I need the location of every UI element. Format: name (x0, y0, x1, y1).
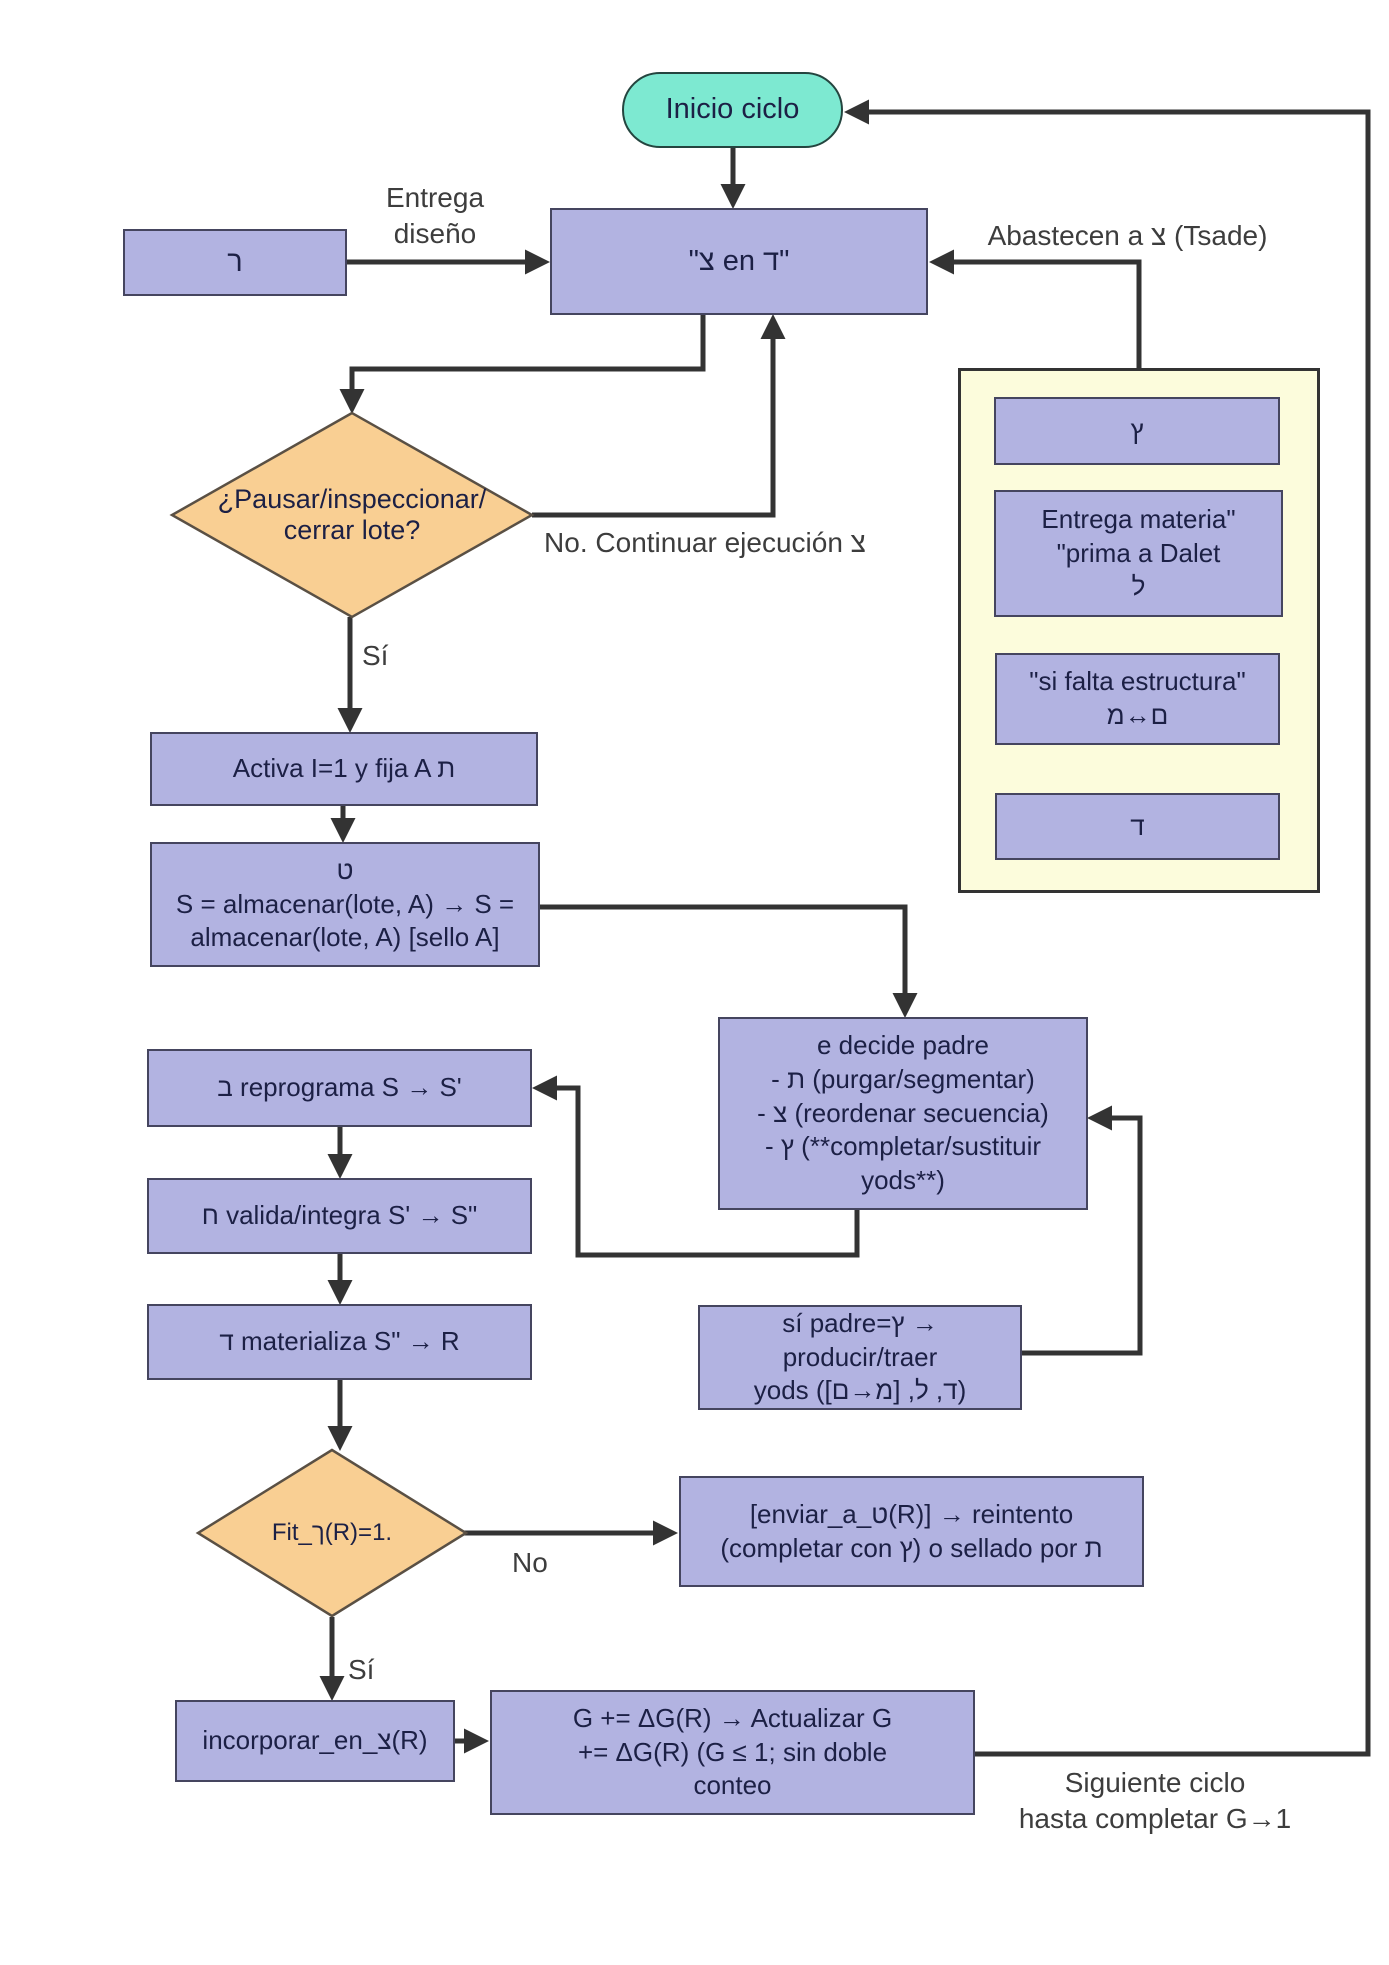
no-label-2: No (512, 1547, 548, 1578)
group-item-dalet: ד (995, 793, 1280, 860)
incorporate-node: incorporar_en_צ(R) (175, 1700, 455, 1782)
connector-group-to-design (929, 249, 1142, 368)
group-item-falta-estructura: "si falta estructura" ם↔מ (995, 653, 1280, 745)
connector-design-to-pause (339, 315, 706, 414)
connector-pause-no-to-design (532, 314, 786, 518)
activate-node: Activa I=1 y fija A ת (150, 732, 538, 806)
entrega-diseno-label: Entrega diseño (385, 182, 485, 249)
tet-store-node: ט S = almacenar(lote, A) → S = almacenar… (150, 842, 540, 967)
resh-node: ר (123, 229, 347, 296)
connector-tet-to-decide (540, 904, 918, 1018)
design-node: "צ en ד" (550, 208, 928, 315)
si-label-1: Sí (362, 640, 389, 671)
decide-parent-node: e decide padre - ת (purgar/segmentar) - … (718, 1017, 1088, 1210)
retry-node: [enviar_a_ט(R)] → reintento (completar c… (679, 1476, 1144, 1587)
group-item-tsade-final: ץ (994, 397, 1280, 465)
validate-node: ח valida/integra S' → S" (147, 1178, 532, 1254)
fit-decision-label: Fit_ך(R)=1. (271, 1519, 393, 1546)
no-continuar-label: No. Continuar ejecución צ (544, 527, 866, 558)
pause-decision-label: ¿Pausar/inspeccionar/ cerrar lote? (217, 484, 487, 545)
start-node: Inicio ciclo (622, 72, 843, 148)
siguiente-ciclo-label: Siguiente ciclo hasta completar G→1 (1018, 1767, 1292, 1834)
reprogram-node: ב reprograma S → S' (147, 1049, 532, 1127)
update-g-node: G += ΔG(R) → Actualizar G += ΔG(R) (G ≤ … (490, 1690, 975, 1815)
group-item-entrega-materia: Entrega materia" "prima a Dalet ל (994, 490, 1283, 617)
si-label-2: Sí (348, 1654, 375, 1685)
abastecen-label: Abastecen a צ (Tsade) (987, 220, 1268, 251)
yods-feedback-node: sí padre=ץ → producir/traer yods (ד, ל, … (698, 1305, 1022, 1410)
materialize-node: ד materializa S" → R (147, 1304, 532, 1380)
